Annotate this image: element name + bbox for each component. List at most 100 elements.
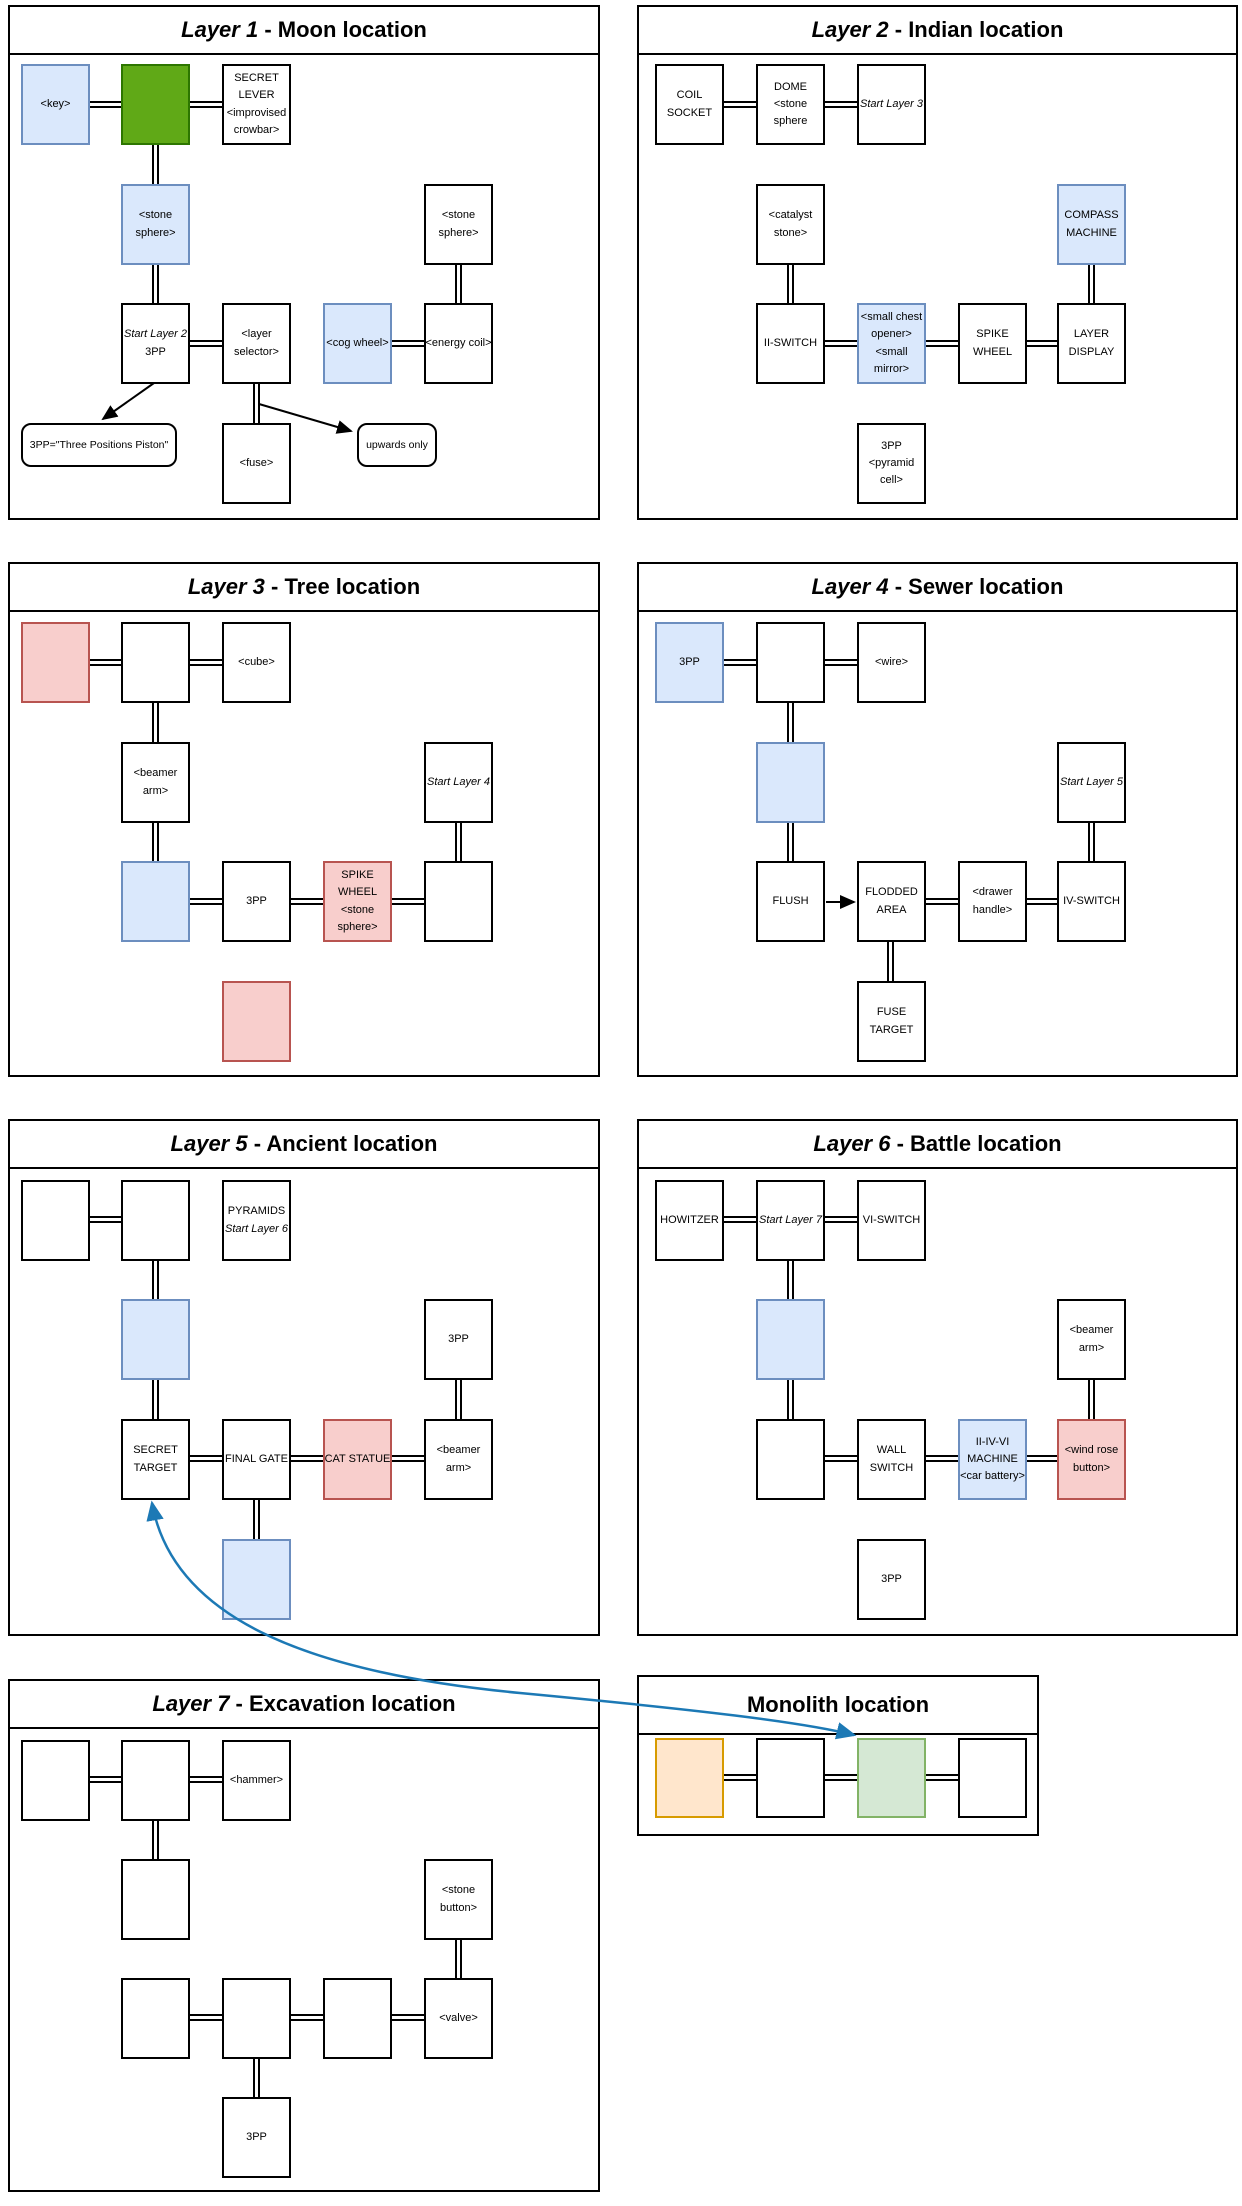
double-line-connector [825,101,857,108]
node-cog-wheel: <cog wheel> [323,303,392,384]
double-line-connector [190,1776,222,1783]
double-line-connector [787,703,794,742]
node-label-line: COIL [676,89,703,102]
node-label-line: DISPLAY [1068,345,1115,358]
node-vi-switch: VI-SWITCH [857,1180,926,1261]
node-white-block-7 [756,1738,825,1818]
node-label-line: SECRET [234,72,279,85]
node-label-line: Start Layer 7 [759,1213,822,1226]
node-label-line: IV-SWITCH [1063,894,1120,907]
double-line-connector [152,703,159,742]
node-white-block-5 [222,1978,291,2059]
panel-title-text: - Sewer location [888,574,1064,599]
node-label-line: sphere> [135,226,176,239]
node-label-line: <cog wheel> [326,336,389,349]
double-line-connector [190,898,222,905]
panel-annotation-arrows [826,895,856,909]
node-three-pp-blue: 3PP [655,622,724,703]
double-line-connector [455,1940,462,1978]
node-label-line: COMPASS [1064,209,1119,222]
node-three-pp-3: 3PP [857,1539,926,1620]
panel-layer-4: Layer 4 - Sewer location 3PP <wire> Start L… [637,562,1238,1077]
double-line-connector [787,1261,794,1299]
node-label-line: II-SWITCH [763,336,818,349]
double-line-connector [1088,823,1095,861]
node-label-line: <drawer [972,886,1013,899]
node-label-line: FLODDED [865,886,918,899]
node-white-block-1 [21,1180,90,1261]
double-line-connector [724,1216,756,1223]
node-label-line: LAYER [1073,328,1110,341]
double-line-connector [455,823,462,861]
node-white-block-4 [121,1978,190,2059]
double-line-connector [1027,340,1057,347]
double-line-connector [455,265,462,303]
node-label-line: <key> [40,97,71,110]
node-label-line: LEVER [238,89,275,102]
node-three-pp-4: 3PP [222,2097,291,2178]
node-layer-display: LAYER DISPLAY [1057,303,1126,384]
node-start-layer-5: Start Layer 5 [1057,742,1126,823]
node-start-layer-3: Start Layer 3 [857,64,926,145]
double-line-connector [190,340,222,347]
node-label-line: <stone [773,97,808,110]
node-white-block-8 [958,1738,1027,1818]
node-label-line: cell> [880,474,903,487]
node-label-line: crowbar> [233,123,280,136]
double-line-connector [926,340,958,347]
node-label-line: arm> [445,1461,472,1474]
node-label-line: stone> [773,226,808,239]
node-coil-socket: COIL SOCKET [655,64,724,145]
node-label-line: Start Layer 3 [860,97,923,110]
node-white-block-2 [21,1740,90,1821]
node-label-line: HOWITZER [660,1213,719,1226]
double-line-connector [724,659,756,666]
node-energy-coil: <energy coil> [424,303,493,384]
node-iv-switch: IV-SWITCH [1057,861,1126,942]
node-blue-block-4 [222,1539,291,1620]
panel-title-layer-2: Layer 2 - Indian location [639,7,1236,55]
panel-title-text: - Battle location [890,1131,1062,1156]
panel-title-prefix: Layer 4 [811,574,889,599]
node-three-pp: 3PP [222,861,291,942]
panel-title-layer-7: Layer 7 - Excavation location [10,1681,598,1729]
panel-title-prefix: Layer 2 [811,17,889,42]
node-orange-block [655,1738,724,1818]
double-line-connector [392,1455,424,1462]
node-blue-block [121,861,190,942]
node-label-line: <beamer [1069,1324,1114,1337]
node-junction-2 [756,622,825,703]
note-text: 3PP="Three Positions Piston" [29,439,169,451]
node-blue-block-2 [756,742,825,823]
node-label-line: Start Layer 5 [1060,775,1123,788]
panel-title-layer-3: Layer 3 - Tree location [10,564,598,612]
node-label-line: <beamer [436,1444,481,1457]
double-line-connector [253,384,260,423]
panel-title-text: - Tree location [264,574,421,599]
node-three-pp-2: 3PP [424,1299,493,1380]
note-upwards-only: upwards only [357,423,437,467]
node-label-line: <pyramid [868,456,915,469]
double-line-connector [90,659,121,666]
node-label-line: <fuse> [239,456,274,469]
node-label-line: <cube> [238,655,275,668]
node-label-line: WHEEL [972,345,1013,358]
node-label-line: <wire> [874,655,909,668]
node-label-line: 3PP [448,1332,469,1345]
panel-title-text: - Moon location [258,17,427,42]
node-label-line: PYRAMIDS [227,1205,286,1218]
node-label-line: MACHINE [967,1452,1018,1465]
node-label-line: SOCKET [666,106,713,119]
node-junction-1 [121,622,190,703]
node-label-line: <wind rose [1064,1444,1119,1457]
node-label-line: sphere> [438,226,479,239]
